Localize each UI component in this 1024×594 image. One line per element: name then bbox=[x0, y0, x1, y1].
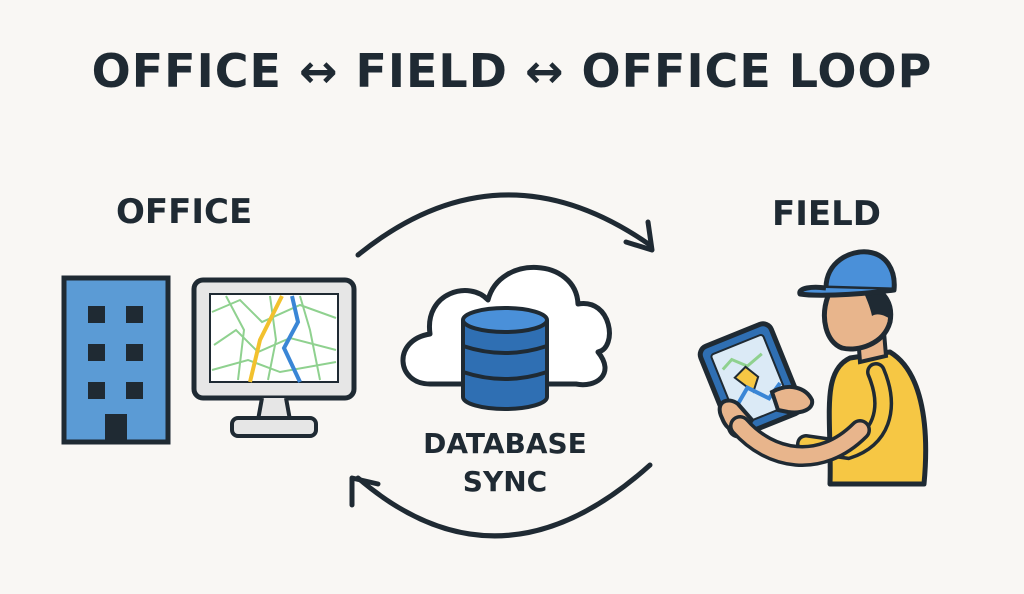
sync-arrow-icon-bottom bbox=[349, 462, 653, 539]
computer-monitor-map-icon bbox=[191, 277, 357, 438]
sync-label-line1: DATABASE bbox=[423, 427, 587, 460]
sync-arrow-icon-top bbox=[355, 192, 655, 258]
office-building-icon bbox=[61, 275, 171, 445]
diagram-title: OFFICE ↔ FIELD ↔ OFFICE LOOP bbox=[91, 44, 933, 98]
database-sync-label: DATABASE SYNC bbox=[402, 425, 608, 501]
cloud-database-icon bbox=[400, 265, 612, 411]
field-worker-tablet-icon bbox=[697, 249, 929, 487]
field-label: FIELD bbox=[772, 194, 881, 234]
sync-label-line2: SYNC bbox=[462, 465, 548, 498]
office-label: OFFICE bbox=[116, 192, 253, 232]
